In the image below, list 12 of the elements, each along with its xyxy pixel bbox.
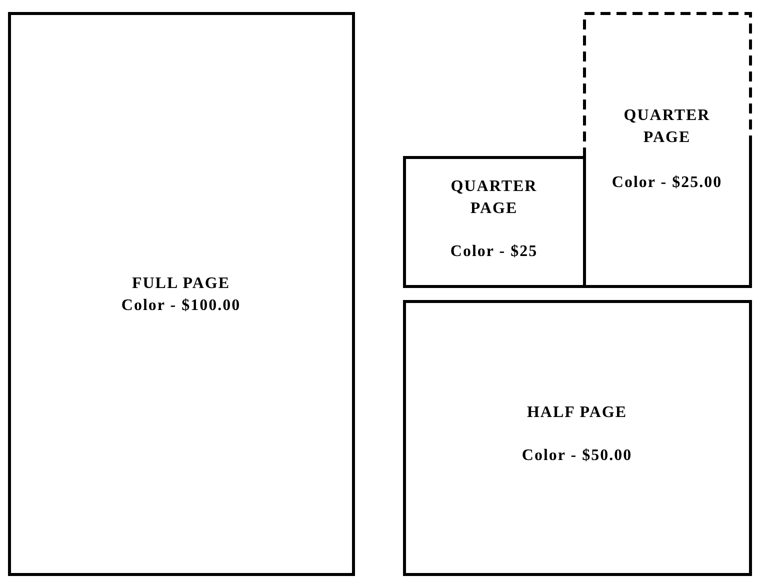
ad-space-box [8, 12, 354, 576]
ad-space-box [582, 12, 752, 288]
price-text: Color - $100.00 [120, 296, 242, 316]
price-text: Color - $50.00 [520, 446, 634, 466]
node-heading: QUARTER PAGE [450, 176, 538, 218]
price-text: Color - $25.00 [610, 172, 724, 192]
ad-space-box [402, 156, 586, 288]
node-heading: FULL PAGE [130, 274, 232, 294]
ad-space-box [402, 300, 752, 576]
price-text: Color - $25 [449, 242, 539, 262]
node-heading: HALF PAGE [526, 402, 628, 422]
node-heading: QUARTER PAGE [622, 106, 712, 148]
